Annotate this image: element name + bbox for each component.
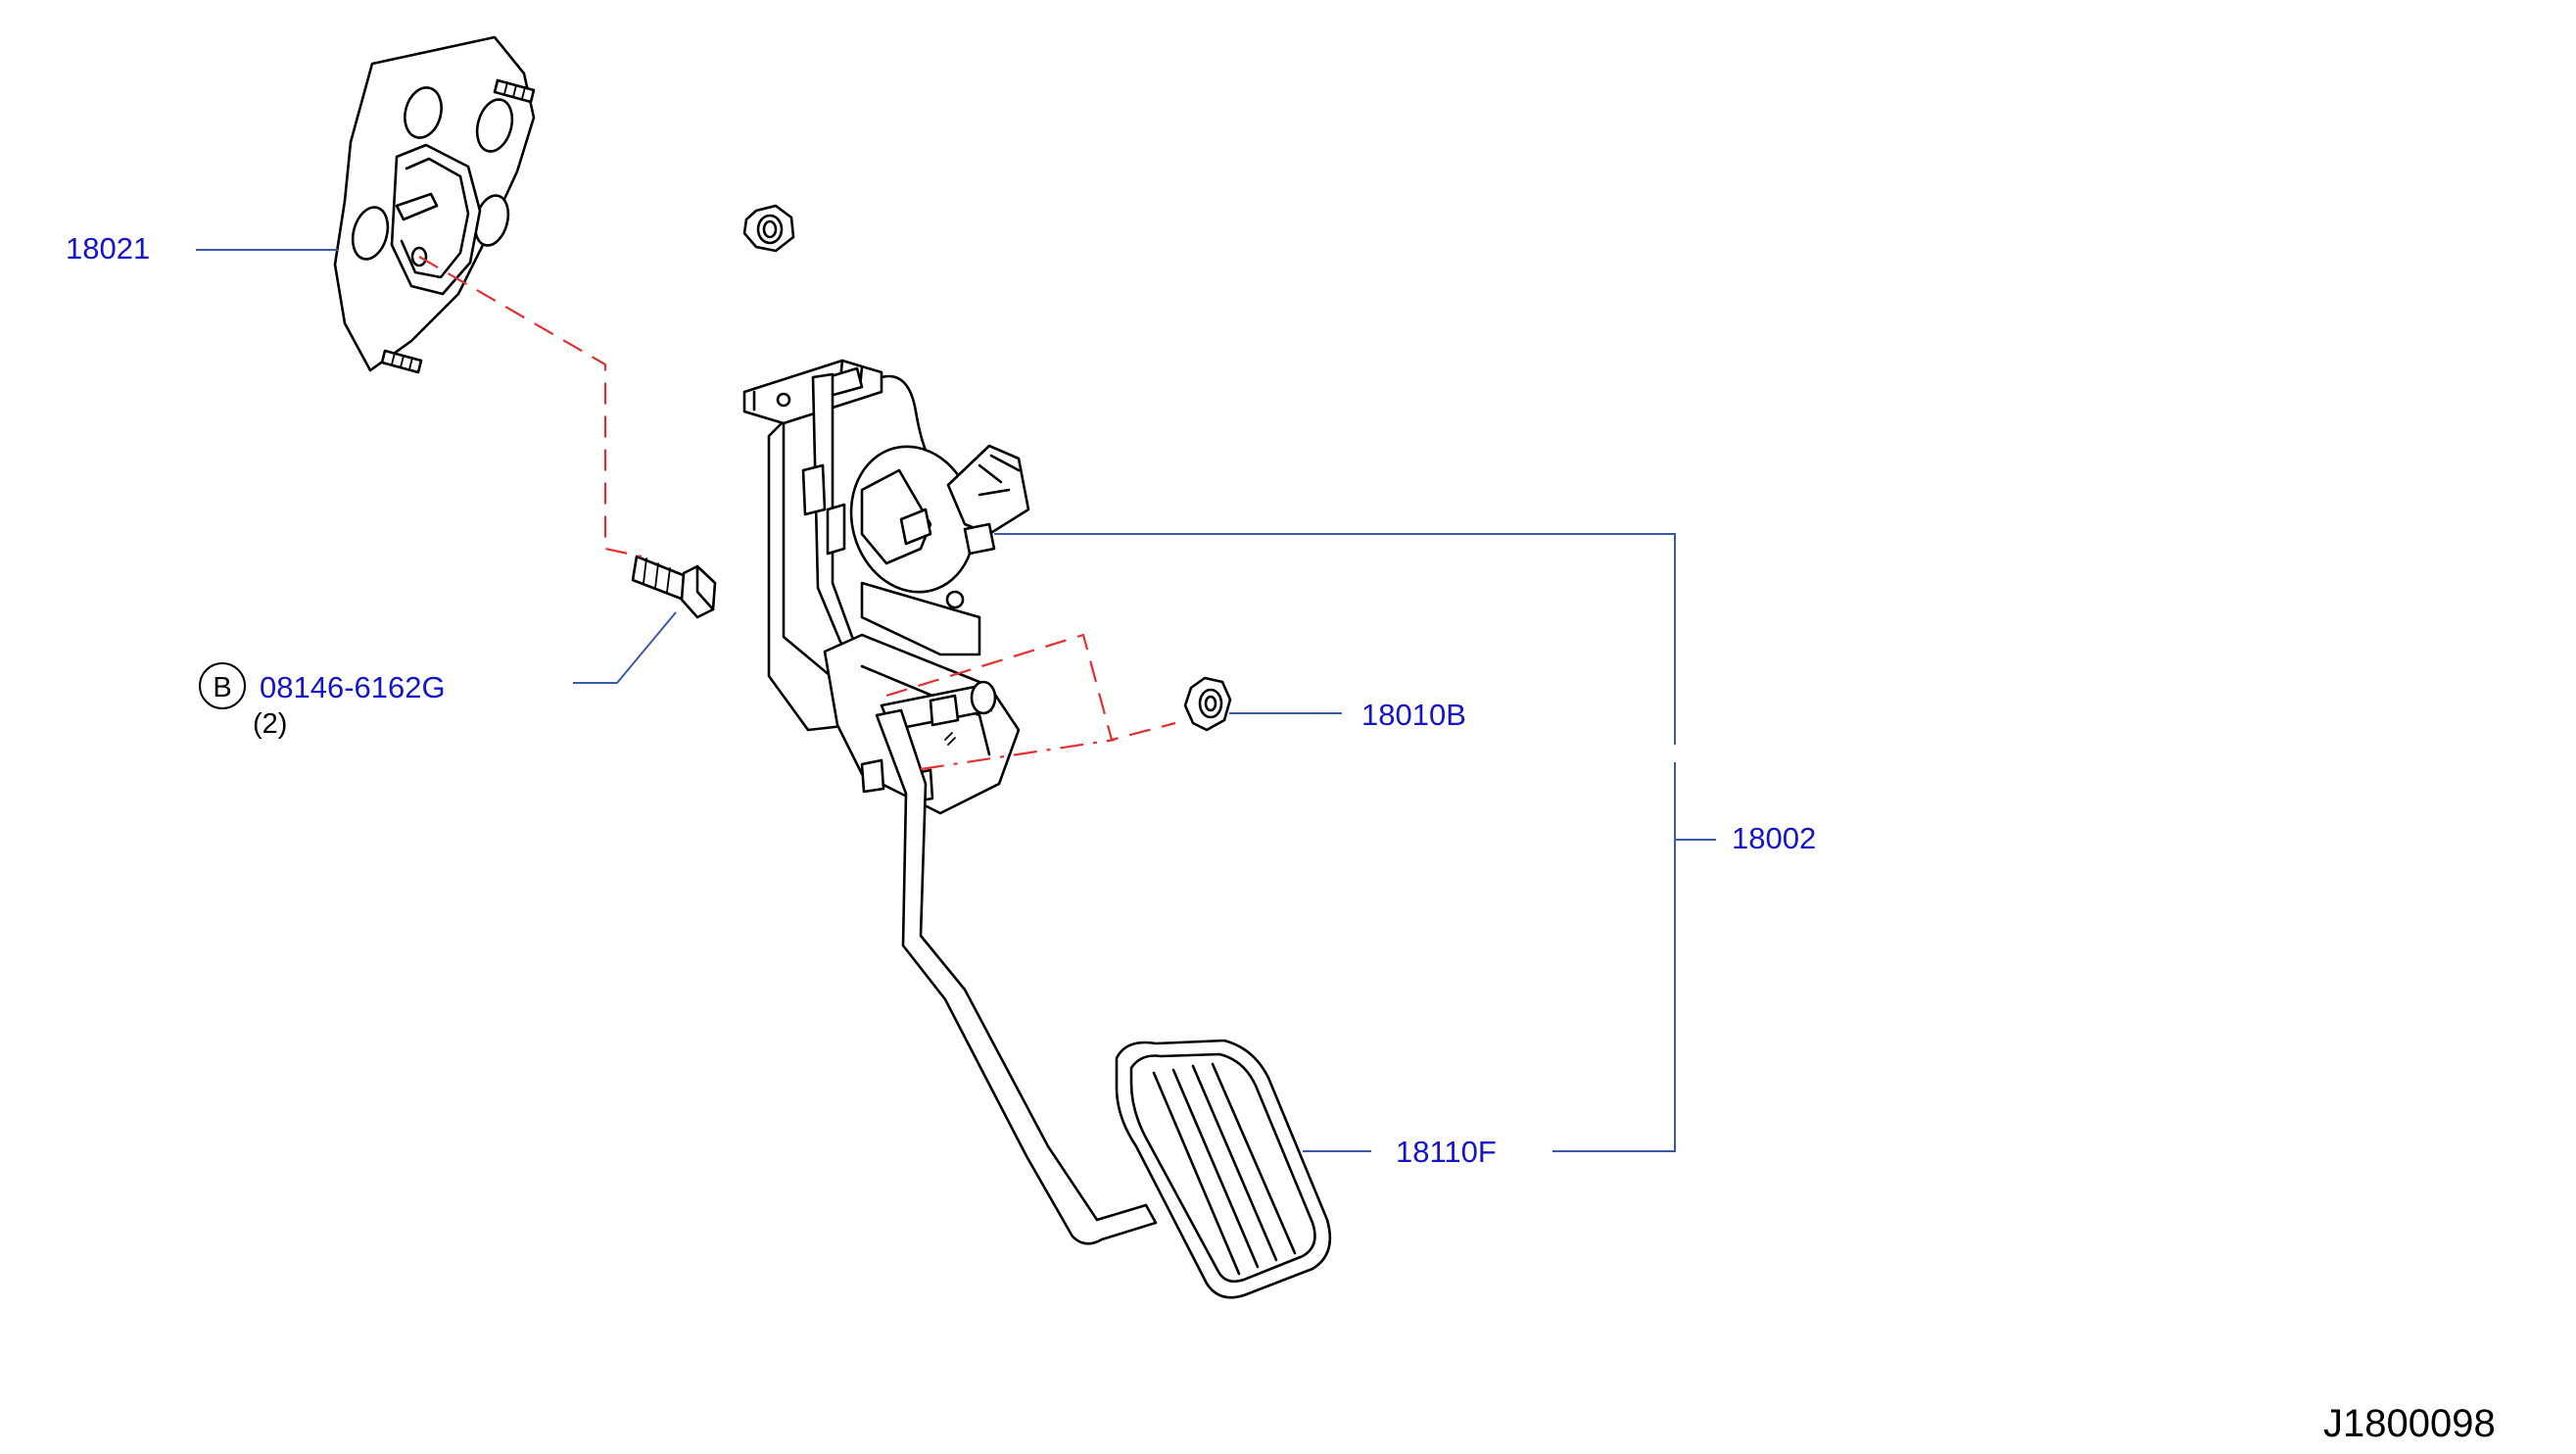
label-bolt-qty: (2) [253, 708, 287, 740]
mounting-plate-drawing [333, 35, 536, 374]
pedal-pad-drawing [1115, 1039, 1332, 1299]
upper-flange-nut-drawing [742, 204, 795, 253]
label-18021: 18021 [66, 231, 150, 266]
label-08146-6162G: 08146-6162G [260, 670, 446, 704]
right-flange-nut-drawing [1183, 676, 1232, 732]
diagram-code: J1800098 [2323, 1402, 2496, 1445]
label-18110F: 18110F [1396, 1135, 1497, 1169]
bolt-ref-letter: B [213, 672, 231, 703]
label-18002: 18002 [1732, 821, 1816, 855]
pedal-assembly-drawing [742, 359, 1158, 1245]
leader-lines [196, 249, 1716, 1152]
label-18010B: 18010B [1361, 698, 1466, 732]
part-labels: 18021 B 08146-6162G (2) 18010B 18002 181… [66, 231, 2496, 1445]
bolt-drawing [631, 555, 717, 619]
reference-lines [418, 256, 1176, 771]
bolt-ref-badge: B [199, 662, 246, 709]
